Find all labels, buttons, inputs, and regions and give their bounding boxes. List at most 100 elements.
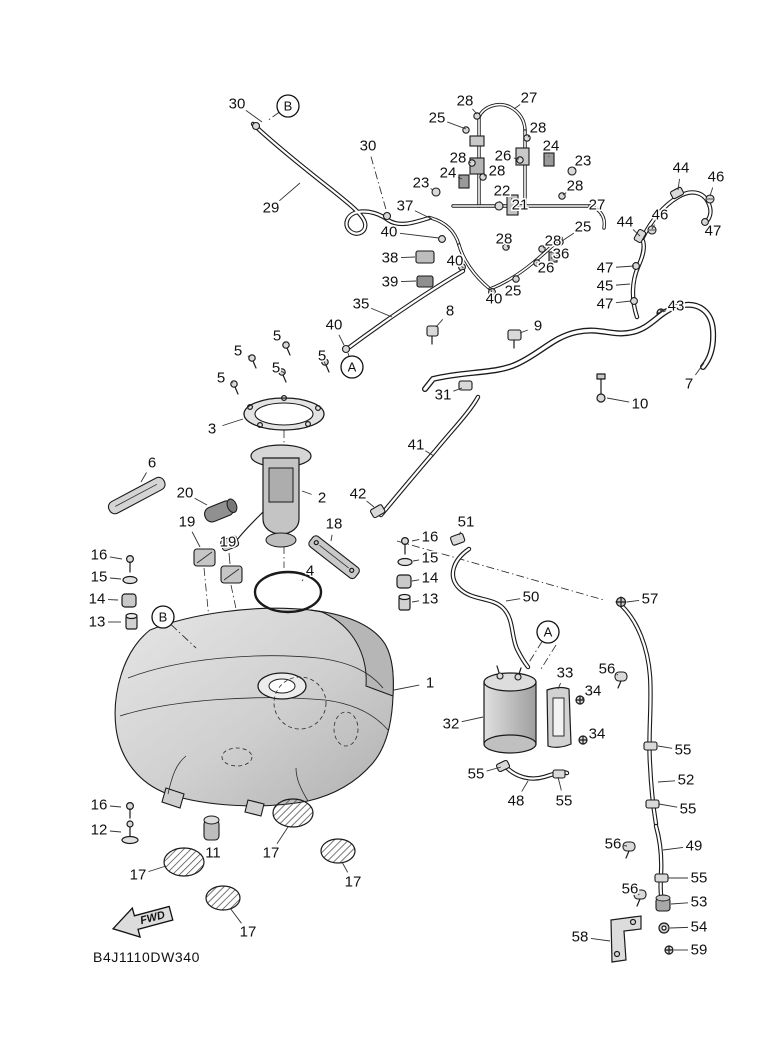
grommet-54 <box>658 922 670 934</box>
leader-line <box>109 556 123 560</box>
leader-line <box>573 167 576 170</box>
leader-line <box>657 780 676 783</box>
diagram-code: B4J1110DW340 <box>93 949 200 965</box>
callout-12: 12 <box>91 822 108 839</box>
callout-11: 11 <box>205 845 221 862</box>
leader-line <box>615 265 635 268</box>
dampers-19 <box>193 548 243 584</box>
leader-line <box>411 579 420 582</box>
callout-23: 23 <box>575 153 592 170</box>
callout-58: 58 <box>572 929 589 946</box>
callout-18: 18 <box>326 516 343 533</box>
callout-17: 17 <box>130 867 147 884</box>
leader-line <box>109 805 122 808</box>
callout-44: 44 <box>617 214 634 231</box>
leader-line <box>279 182 301 202</box>
clamp-8 <box>426 325 439 345</box>
callout-4: 4 <box>306 563 314 580</box>
callout-55: 55 <box>556 793 573 810</box>
leader-line <box>435 318 444 328</box>
fasteners-right <box>396 536 413 611</box>
callout-13: 13 <box>89 614 106 631</box>
fuel-tank <box>114 607 394 817</box>
leader-line <box>662 310 667 313</box>
filter-20 <box>204 498 238 523</box>
leader-line <box>194 497 208 506</box>
callout-30: 30 <box>229 96 246 113</box>
fuel-pump <box>220 444 312 552</box>
leader-line <box>370 307 393 318</box>
leader-line <box>301 490 312 495</box>
leader-line <box>590 938 611 942</box>
leader-line <box>669 926 689 929</box>
callout-15: 15 <box>422 550 439 567</box>
leader-line <box>557 776 562 791</box>
callout-30: 30 <box>360 138 377 155</box>
callout-26: 26 <box>495 148 512 165</box>
section-marker-A: A <box>536 620 560 644</box>
clamp-9 <box>507 329 522 349</box>
leader-line <box>341 861 349 873</box>
callout-28: 28 <box>567 178 584 195</box>
callout-35: 35 <box>353 296 370 313</box>
ring-bolts <box>230 341 330 395</box>
leader-line <box>228 552 231 565</box>
callout-34: 34 <box>589 726 606 743</box>
callout-24: 24 <box>543 138 560 155</box>
hose-44-46 <box>639 186 715 242</box>
vent-manifold <box>415 102 607 296</box>
callout-40: 40 <box>381 224 398 241</box>
bolts-34 <box>575 695 588 745</box>
hose-45 <box>630 225 657 320</box>
leader-line <box>447 121 467 130</box>
callout-26: 26 <box>538 260 555 277</box>
leader-line <box>662 846 684 851</box>
leader-line <box>506 244 510 250</box>
bracket-58 <box>610 915 642 963</box>
leader-line <box>266 112 280 122</box>
callout-27: 27 <box>521 90 538 107</box>
leader-line <box>632 229 641 237</box>
callout-29: 29 <box>263 200 280 217</box>
callout-14: 14 <box>422 570 439 587</box>
svg-text:B: B <box>284 99 293 114</box>
leader-line <box>229 907 242 924</box>
leader-line <box>709 187 714 197</box>
bracket-18 <box>308 535 360 580</box>
leader-line <box>584 738 588 741</box>
leader-line <box>550 256 555 259</box>
leader-line <box>457 176 463 180</box>
trim-6 <box>107 476 166 515</box>
leader-line <box>393 684 420 691</box>
callout-17: 17 <box>345 874 362 891</box>
callout-55: 55 <box>691 870 708 887</box>
callout-40: 40 <box>486 291 503 308</box>
callout-16: 16 <box>91 547 108 564</box>
leader-line <box>411 600 420 603</box>
callout-6: 6 <box>148 455 156 472</box>
callout-57: 57 <box>642 591 659 608</box>
callout-22: 22 <box>494 183 511 200</box>
callout-40: 40 <box>447 253 464 270</box>
callout-7: 7 <box>685 376 693 393</box>
o-ring <box>253 570 323 614</box>
leader-line <box>366 500 375 508</box>
callout-2: 2 <box>318 490 326 507</box>
callout-3: 3 <box>208 421 216 438</box>
leader-line <box>430 188 434 191</box>
leader-line <box>323 360 327 367</box>
svg-text:B: B <box>159 610 168 625</box>
callout-46: 46 <box>652 207 669 224</box>
callout-9: 9 <box>534 318 542 335</box>
leader-line <box>280 370 286 375</box>
callout-13: 13 <box>422 591 439 608</box>
leader-line <box>191 531 201 548</box>
leader-line <box>615 300 632 304</box>
leader-line <box>411 538 420 542</box>
bolt-10 <box>596 373 606 403</box>
leader-line <box>460 265 464 269</box>
